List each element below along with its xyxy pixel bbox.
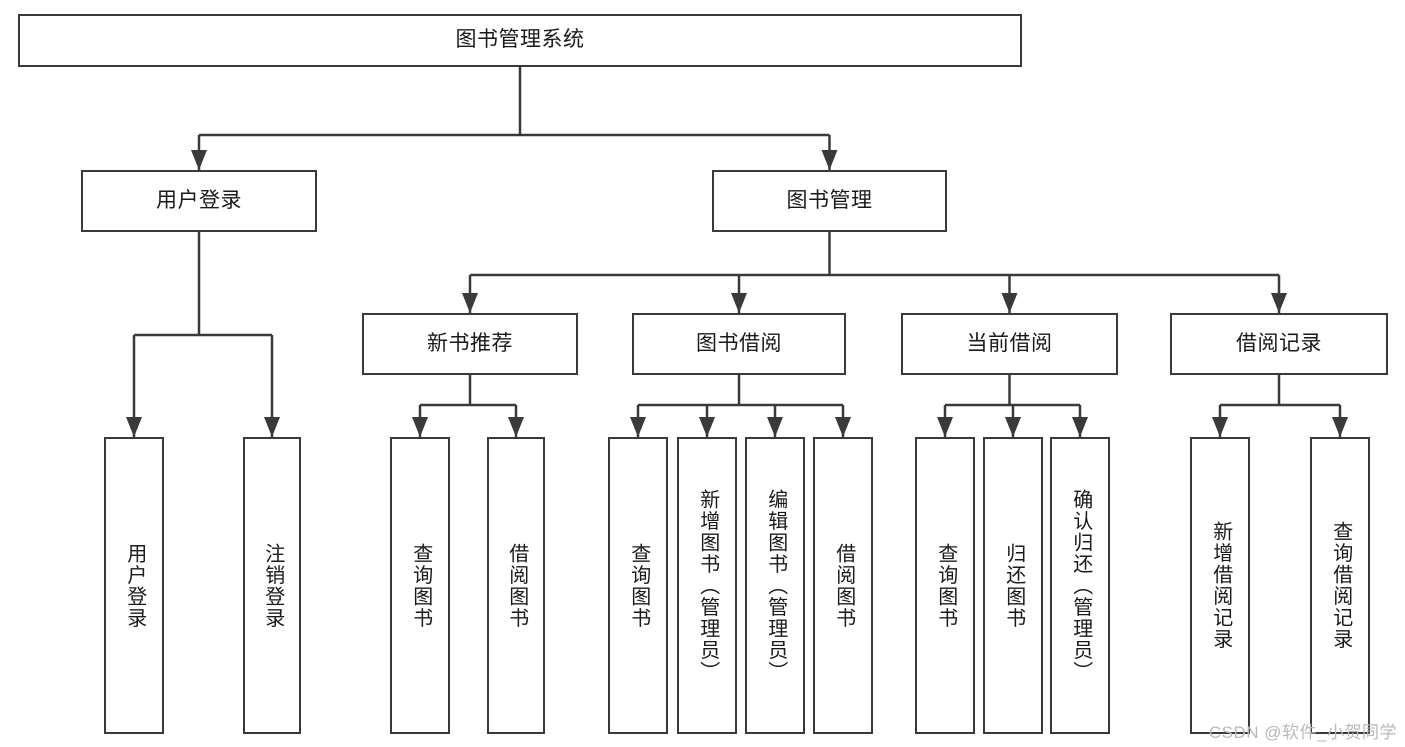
arrow-head [821,150,838,170]
arrow-head [699,417,715,437]
node-label: 用户登录 [123,542,146,629]
node-leaf-12[interactable]: 新增借阅记录 [1190,437,1250,734]
node-borrow[interactable]: 图书借阅 [632,313,846,375]
arrow-head [937,417,953,437]
arrow-head [767,417,783,437]
node-label: 用户登录 [156,188,242,212]
node-label: 查询借阅记录 [1329,521,1352,650]
node-label: 新增图书（管理员） [696,488,719,683]
arrow-head [264,417,280,437]
node-label: 借阅记录 [1236,331,1322,355]
node-leaf-13[interactable]: 查询借阅记录 [1310,437,1370,734]
arrow-head [462,293,478,313]
node-leaf-2[interactable]: 注销登录 [243,437,301,734]
node-label: 图书管理 [786,188,873,212]
node-root[interactable]: 图书管理系统 [18,14,1022,67]
node-label: 确认归还（管理员） [1069,488,1092,683]
arrow-head [1005,417,1021,437]
arrow-head [1332,417,1348,437]
arrow-head [630,417,646,437]
node-newbook[interactable]: 新书推荐 [362,313,578,375]
node-label: 借阅图书 [505,542,528,629]
node-leaf-4[interactable]: 借阅图书 [487,437,545,734]
node-leaf-3[interactable]: 查询图书 [390,437,450,734]
node-label: 新增借阅记录 [1209,521,1232,650]
node-leaf-5[interactable]: 查询图书 [608,437,668,734]
arrow-head [835,417,851,437]
arrow-head [1212,417,1228,437]
arrow-head [508,417,524,437]
arrow-head [412,417,428,437]
node-leaf-8[interactable]: 借阅图书 [813,437,873,734]
node-label: 当前借阅 [966,331,1053,355]
node-label: 编辑图书（管理员） [764,488,787,683]
node-label: 新书推荐 [427,331,513,355]
arrow-head [731,293,747,313]
node-label: 查询图书 [627,542,650,629]
node-leaf-11[interactable]: 确认归还（管理员） [1050,437,1110,734]
node-label: 查询图书 [934,542,957,629]
node-label: 借阅图书 [832,542,855,629]
node-login[interactable]: 用户登录 [81,170,317,232]
node-record[interactable]: 借阅记录 [1170,313,1388,375]
node-label: 图书借阅 [696,331,782,355]
node-label: 图书管理系统 [455,28,585,52]
arrow-head [191,150,207,170]
arrow-head [1072,417,1088,437]
arrow-head [1271,293,1287,313]
node-bookmgmt[interactable]: 图书管理 [712,170,947,232]
node-leaf-6[interactable]: 新增图书（管理员） [677,437,737,734]
node-leaf-10[interactable]: 归还图书 [983,437,1043,734]
node-leaf-9[interactable]: 查询图书 [915,437,975,734]
node-label: 归还图书 [1002,542,1025,629]
arrow-head [1001,293,1018,313]
node-label: 查询图书 [409,542,432,629]
node-label: 注销登录 [261,542,284,629]
arrow-head [126,417,142,437]
node-current[interactable]: 当前借阅 [901,313,1118,375]
node-leaf-1[interactable]: 用户登录 [104,437,164,734]
node-leaf-7[interactable]: 编辑图书（管理员） [745,437,805,734]
